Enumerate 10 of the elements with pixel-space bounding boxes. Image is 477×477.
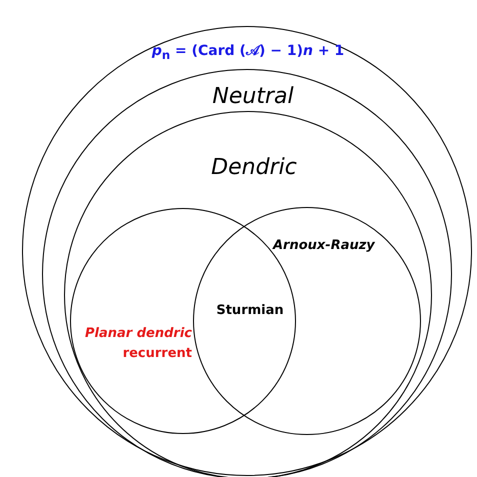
set-label: Neutral xyxy=(212,84,294,109)
set-circle xyxy=(42,69,452,477)
set-label: Sturmian xyxy=(216,303,284,318)
set-label: Dendric xyxy=(211,155,297,180)
set-circle xyxy=(193,207,421,435)
formula-label: p$_{n}$ = (Card (𝒜) − 1)n + 1 xyxy=(152,43,344,62)
set-label: Arnoux-Rauzy xyxy=(273,238,375,253)
set-circle xyxy=(22,26,472,476)
set-label: Planar dendric recurrent xyxy=(84,325,192,363)
set-circle xyxy=(64,111,432,477)
